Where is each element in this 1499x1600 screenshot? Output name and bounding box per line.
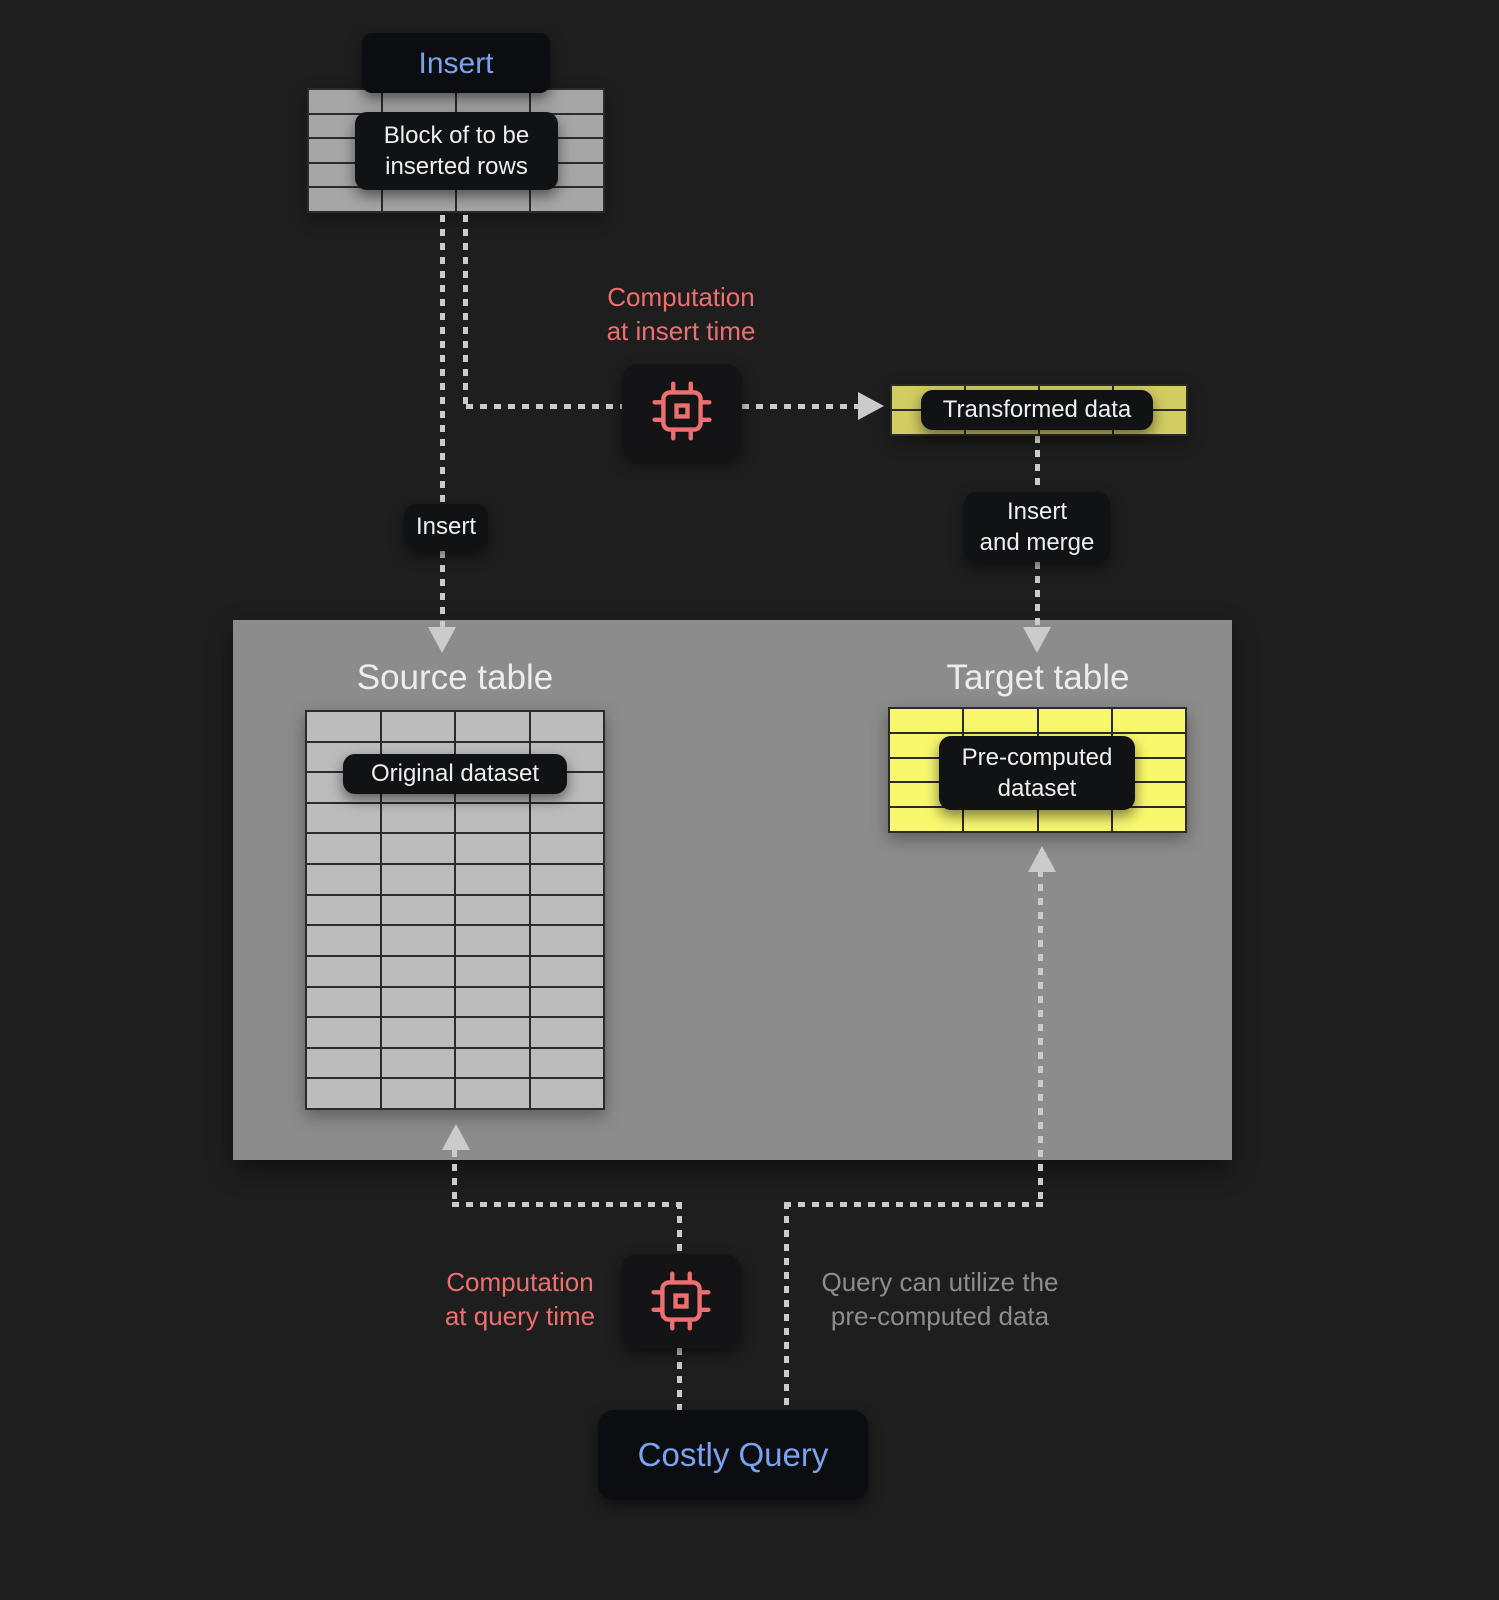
table-cell	[307, 926, 380, 955]
dotted-connector-query-horizontal-right	[784, 1202, 1044, 1207]
table-cell	[381, 834, 454, 864]
table-cell	[307, 956, 380, 986]
table-cell	[381, 956, 454, 986]
source-table-title: Source table	[356, 658, 554, 697]
table-cell	[890, 808, 963, 831]
dotted-connector-query-horizontal-left	[452, 1202, 682, 1207]
table-cell	[456, 987, 529, 1017]
table-cell	[381, 803, 454, 833]
table-cell	[309, 90, 381, 113]
arrowhead-into-source-bottom	[442, 1124, 470, 1150]
dotted-connector-to-chip	[466, 404, 622, 409]
table-cell	[531, 90, 603, 113]
table-cell	[890, 709, 963, 732]
insert-node: Insert	[362, 33, 550, 93]
table-cell	[1038, 808, 1111, 831]
table-cell	[964, 709, 1037, 732]
table-cell	[383, 188, 455, 211]
table-cell	[530, 865, 603, 894]
table-cell	[531, 188, 603, 211]
table-cell	[530, 1079, 603, 1108]
table-cell	[456, 1079, 529, 1108]
table-cell	[530, 1018, 603, 1047]
table-cell	[307, 712, 380, 741]
table-cell	[381, 1018, 454, 1047]
dotted-connector-chip-to-query	[677, 1348, 682, 1410]
table-cell	[1112, 709, 1185, 732]
table-cell	[307, 865, 380, 894]
table-cell	[456, 956, 529, 986]
table-cell	[381, 926, 454, 955]
table-cell	[530, 956, 603, 986]
dotted-connector-insert-to-computation	[463, 215, 468, 407]
table-cell	[307, 803, 380, 833]
precomputed-dataset-label: Pre-computed dataset	[939, 736, 1135, 810]
table-cell	[456, 834, 529, 864]
table-cell	[530, 834, 603, 864]
table-cell	[383, 90, 455, 113]
table-cell	[530, 803, 603, 833]
transformed-data-label: Transformed data	[921, 390, 1153, 430]
table-cell	[381, 895, 454, 925]
table-cell	[381, 1048, 454, 1078]
dotted-connector-to-precomputed	[1038, 870, 1043, 1202]
table-cell	[307, 987, 380, 1017]
table-cell	[456, 1048, 529, 1078]
dotted-connector-insert-to-source	[440, 215, 445, 628]
original-dataset-label: Original dataset	[343, 754, 567, 794]
table-cell	[530, 895, 603, 925]
table-cell	[457, 188, 529, 211]
table-cell	[456, 1018, 529, 1047]
dotted-connector-chip-up	[677, 1202, 682, 1254]
cpu-chip-icon-insert	[622, 364, 742, 458]
table-cell	[530, 926, 603, 955]
table-cell	[381, 1079, 454, 1108]
insert-merge-edge-label: Insert and merge	[964, 492, 1110, 562]
dotted-connector-query-up-left	[452, 1150, 457, 1205]
table-cell	[309, 188, 381, 211]
table-cell	[307, 1018, 380, 1047]
dotted-connector-chip-to-transformed	[742, 404, 858, 409]
table-cell	[530, 1048, 603, 1078]
table-cell	[1112, 808, 1185, 831]
table-cell	[456, 712, 529, 741]
table-cell	[456, 865, 529, 894]
cpu-chip-glyph	[652, 381, 712, 441]
table-cell	[457, 90, 529, 113]
table-cell	[307, 1048, 380, 1078]
table-cell	[381, 865, 454, 894]
dotted-connector-query-up-right	[784, 1202, 789, 1410]
table-cell	[307, 834, 380, 864]
insert-edge-label: Insert	[404, 504, 488, 550]
arrowhead-into-target	[1023, 627, 1051, 653]
table-cell	[964, 808, 1037, 831]
table-cell	[1038, 709, 1111, 732]
table-cell	[381, 987, 454, 1017]
arrowhead-into-source	[428, 627, 456, 653]
arrowhead-into-precomputed	[1028, 846, 1056, 872]
table-cell	[307, 895, 380, 925]
table-cell	[456, 803, 529, 833]
arrowhead-into-transformed	[858, 392, 884, 420]
table-cell	[381, 712, 454, 741]
table-cell	[456, 895, 529, 925]
table-cell	[307, 1079, 380, 1108]
costly-query-node: Costly Query	[598, 1410, 868, 1500]
cpu-chip-icon-query	[621, 1254, 741, 1348]
query-utilize-note: Query can utilize the pre-computed data	[821, 1267, 1059, 1331]
table-cell	[456, 926, 529, 955]
computation-query-note: Computation at query time	[444, 1267, 596, 1331]
insert-block-label: Block of to be inserted rows	[355, 112, 558, 190]
target-table-title: Target table	[946, 658, 1130, 697]
cpu-chip-glyph	[651, 1271, 711, 1331]
computation-insert-note: Computation at insert time	[606, 282, 756, 346]
table-cell	[530, 712, 603, 741]
table-cell	[530, 987, 603, 1017]
